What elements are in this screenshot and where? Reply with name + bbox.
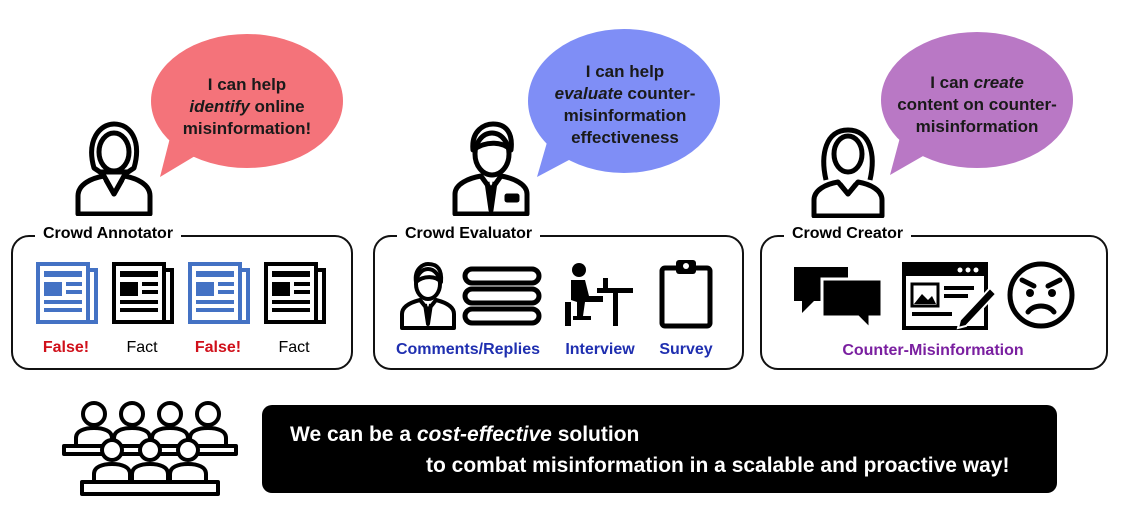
newspaper-icon [188,262,250,324]
newspaper-icon [112,262,174,324]
evaluator-bubble-text: I can help evaluate counter- misinformat… [554,62,696,147]
woman-annotator-icon [75,121,153,216]
annotator-newspapers [36,262,326,324]
man-evaluator-icon [452,121,530,216]
angry-face-icon [1007,261,1075,329]
panel-title: Crowd Annotator [35,225,182,243]
comment-lines-icon [462,266,542,326]
speech-bubbles-layer [151,29,1073,177]
evaluator-person-icon [400,262,456,330]
creator-label: Counter-Misinformation [842,342,1024,359]
banner-line-1: We can be a cost-effective solution [290,423,640,446]
creator-bubble-text: I can create content on counter- misinfo… [897,73,1057,136]
evaluator-label-interview: Interview [565,341,635,358]
panel-title: Crowd Creator [784,225,912,243]
annotator-label-fact-2: Fact [278,339,310,356]
clipboard-icon [659,260,713,329]
crowd-icon [62,401,238,496]
annotator-speech-bubble [151,34,343,177]
panel-title: Crowd Evaluator [397,225,541,243]
chat-bubbles-icon [794,267,884,331]
banner-line-2: to combat misinformation in a scalable a… [426,454,1010,477]
woman-creator-icon [811,127,885,218]
annotator-label-false-1: False! [42,339,90,356]
newspaper-icon [36,262,98,324]
evaluator-speech-bubble [528,29,720,177]
annotator-label-false-2: False! [194,339,242,356]
newspaper-icon [264,262,326,324]
annotator-label-fact-1: Fact [126,339,158,356]
evaluator-label-survey: Survey [659,341,713,358]
annotator-bubble-text: I can help identify online misinformatio… [182,75,312,138]
interview-desk-icon [565,263,633,326]
evaluator-label-comments: Comments/Replies [395,341,541,358]
conclusion-banner: We can be a cost-effective solution to c… [262,405,1057,493]
browser-edit-icon [902,262,998,330]
creator-speech-bubble [881,32,1073,175]
